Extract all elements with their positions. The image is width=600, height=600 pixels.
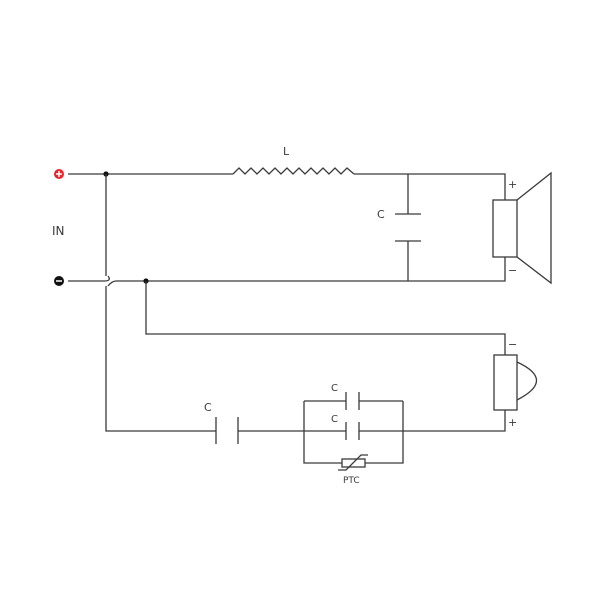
series-capacitor [215, 417, 239, 444]
parallel-capacitor-1 [345, 392, 360, 410]
tweeter-positive-wire [105, 174, 506, 432]
inductor-label: L [283, 145, 290, 158]
parallel-capacitor-2 [345, 422, 360, 440]
shunt-capacitor [395, 174, 421, 281]
positive-rail [68, 173, 506, 200]
positive-input-terminal [54, 169, 64, 179]
parallel-capacitor-1-label: C [331, 383, 338, 394]
parallel-capacitor-2-label: C [331, 414, 338, 425]
shunt-capacitor-label: C [377, 208, 385, 221]
negative-input-terminal [54, 276, 64, 286]
input-label: IN [52, 224, 65, 238]
tweeter-polarity-top: − [508, 338, 517, 351]
series-capacitor-label: C [204, 401, 212, 414]
parallel-network-frame [303, 400, 404, 464]
inductor-l [232, 167, 355, 175]
tweeter-negative-wire [145, 281, 506, 355]
negative-rail [68, 257, 506, 287]
woofer-polarity-top: + [508, 178, 517, 191]
ptc-label: PTC [343, 476, 360, 486]
ptc-thermistor-icon [338, 454, 368, 471]
tweeter-icon [493, 354, 537, 411]
tweeter-polarity-bottom: + [508, 416, 517, 429]
woofer-icon [492, 171, 552, 285]
woofer-polarity-bottom: − [508, 264, 517, 277]
